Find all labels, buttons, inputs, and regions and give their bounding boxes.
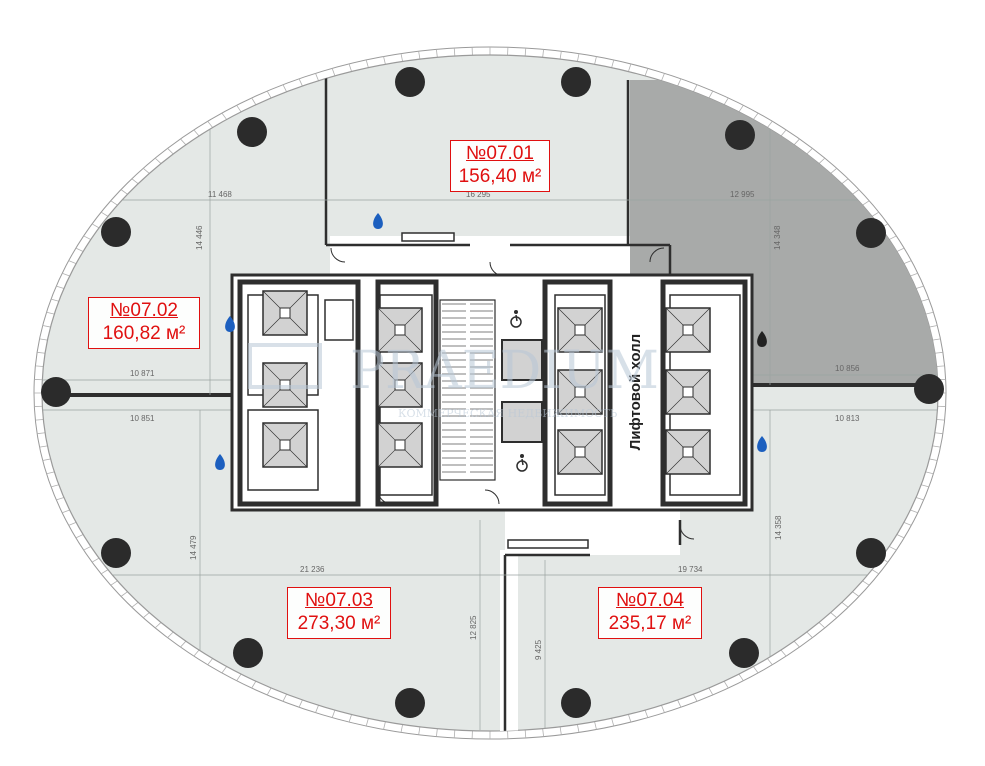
- dim-label: 14 348: [773, 225, 782, 250]
- water-drop-icon: [225, 316, 235, 332]
- watermark-logo-icon: [248, 343, 322, 389]
- dim-label: 10 813: [835, 414, 860, 423]
- corridor: [500, 550, 518, 731]
- column-icon: [237, 117, 267, 147]
- column-icon: [561, 67, 591, 97]
- wheelchair-icon: [510, 310, 522, 328]
- column-icon: [914, 374, 944, 404]
- partition-walls: [42, 55, 938, 731]
- door-icon: [330, 232, 695, 549]
- stairwell: [442, 303, 493, 473]
- shaft: [247, 409, 319, 491]
- unit-number: №07.02: [110, 300, 178, 321]
- column-icon: [729, 638, 759, 668]
- elevator-icon: [377, 362, 423, 408]
- dim-label: 16 295: [466, 190, 491, 199]
- dim-label: 14 358: [774, 515, 783, 540]
- dim-label: 12 995: [730, 190, 755, 199]
- core-room: [660, 279, 748, 507]
- dim-label: 21 236: [300, 565, 325, 574]
- unit-area: 160,82 м²: [102, 323, 186, 344]
- water-drop-icon: [373, 213, 383, 229]
- unit-label-07-02[interactable]: №07.02 160,82 м²: [88, 297, 200, 349]
- elevator-icon: [262, 290, 308, 336]
- water-drop-icon: [757, 331, 767, 347]
- elevator-icon: [665, 369, 711, 415]
- elevator-icon: [377, 307, 423, 353]
- column-icon: [725, 120, 755, 150]
- column-icon: [233, 638, 263, 668]
- corridor: [330, 236, 630, 276]
- dim-label: 10 851: [130, 414, 155, 423]
- dim-label: 10 856: [835, 364, 860, 373]
- elevator-icon: [665, 307, 711, 353]
- dimension-guides: [42, 110, 938, 730]
- watermark-brand: PRAEDIUM: [350, 341, 659, 401]
- column-icon: [561, 688, 591, 718]
- unit-number: №07.04: [616, 590, 684, 611]
- water-drop-icon: [215, 454, 225, 470]
- column-icon: [101, 538, 131, 568]
- dim-label: 14 479: [189, 535, 198, 560]
- wheelchair-icon: [516, 454, 528, 472]
- column-icon: [856, 218, 886, 248]
- elevator-icon: [557, 369, 603, 415]
- unit-area: 235,17 м²: [608, 613, 692, 634]
- unit-number: №07.01: [466, 143, 534, 164]
- dim-label: 10 871: [130, 369, 155, 378]
- column-icon: [395, 688, 425, 718]
- column-icon: [395, 67, 425, 97]
- unit-area: 273,30 м²: [297, 613, 381, 634]
- stair-well-box: [439, 299, 496, 481]
- elevator-icon: [501, 339, 543, 381]
- unit-label-07-03[interactable]: №07.03 273,30 м²: [287, 587, 391, 639]
- elevator-icon: [557, 307, 603, 353]
- core-room: [237, 279, 361, 507]
- elevator-icon: [557, 429, 603, 475]
- unit-label-07-04[interactable]: №07.04 235,17 м²: [598, 587, 702, 639]
- dim-label: 12 825: [469, 615, 478, 640]
- shaft: [324, 299, 354, 341]
- dim-label: 9 425: [534, 639, 543, 660]
- watermark: PRAEDIUM КОММЕРЧЕСКАЯ НЕДВИЖИМОСТЬ: [248, 341, 659, 420]
- shaft: [554, 294, 606, 496]
- elevator-icon: [377, 422, 423, 468]
- dim-label: 19 734: [678, 565, 703, 574]
- watermark-tagline: КОММЕРЧЕСКАЯ НЕДВИЖИМОСТЬ: [398, 407, 618, 420]
- elevator-icon: [501, 401, 543, 443]
- dim-label: 11 468: [208, 190, 232, 199]
- lift-hall-label: Лифтовой холл: [627, 334, 644, 450]
- unit-label-07-01[interactable]: №07.01 156,40 м²: [450, 140, 550, 192]
- column-icon: [41, 377, 71, 407]
- unit-area: 156,40 м²: [458, 166, 542, 187]
- elevator-icon: [665, 429, 711, 475]
- water-drop-icon: [757, 436, 767, 452]
- dim-label: 14 446: [195, 225, 204, 250]
- core-room: [542, 279, 613, 507]
- dimension-labels: 11 468 16 295 12 995 14 446 14 348 10 87…: [130, 190, 860, 660]
- elevator-icon: [262, 422, 308, 468]
- unit-number: №07.03: [305, 590, 373, 611]
- column-icon: [101, 217, 131, 247]
- column-icon: [856, 538, 886, 568]
